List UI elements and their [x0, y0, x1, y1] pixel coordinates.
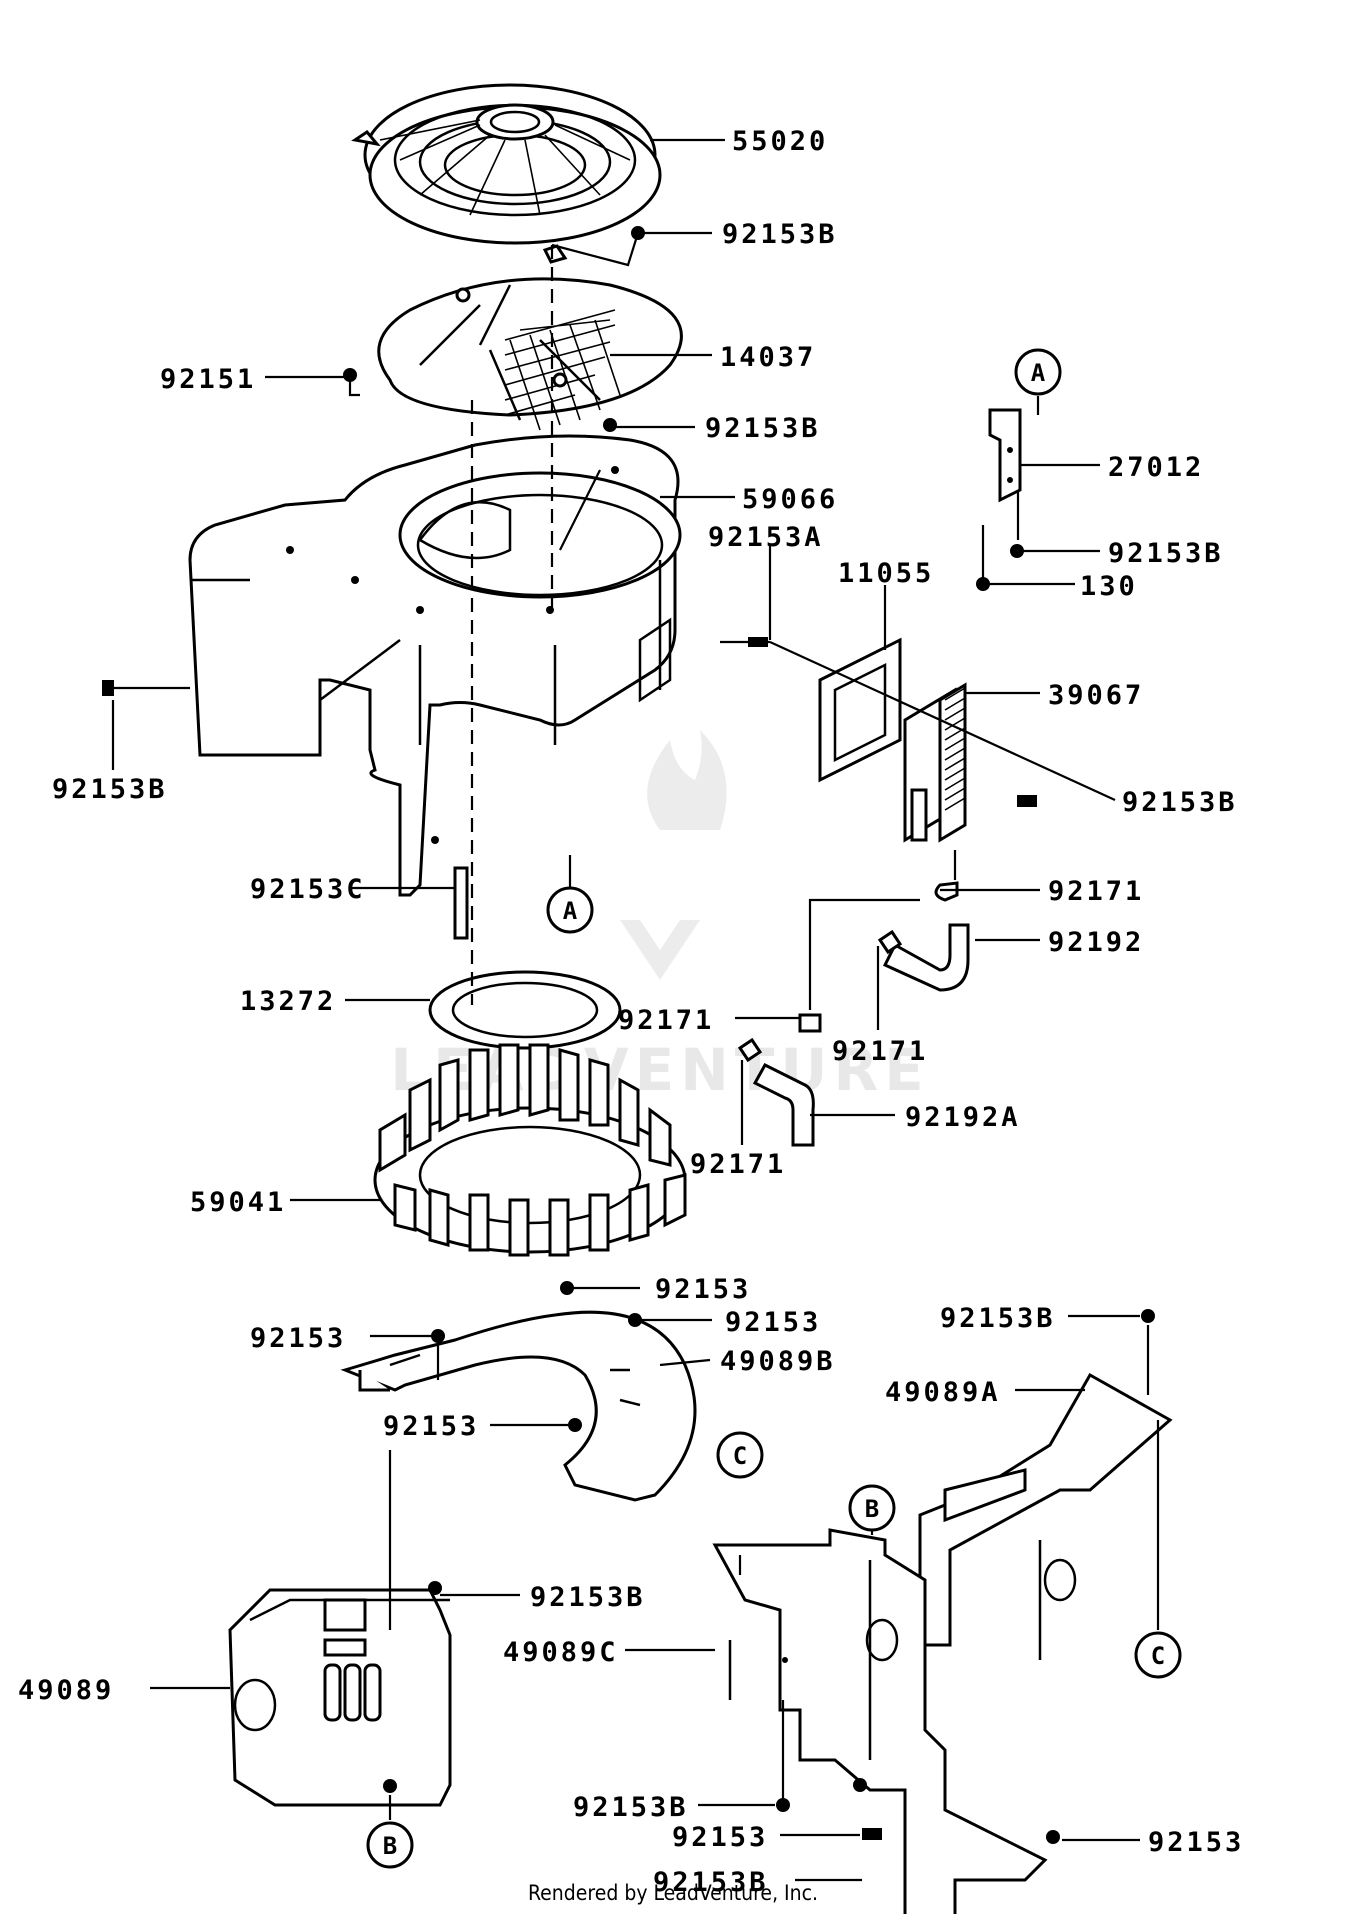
leader-lines	[111, 138, 1160, 1882]
fan-housing-59066	[188, 434, 682, 897]
part-label-92153B-c[interactable]: 92153B	[1108, 538, 1224, 569]
part-label-92171-d[interactable]: 92171	[690, 1149, 786, 1180]
part-label-92192A[interactable]: 92192A	[905, 1102, 1021, 1133]
callout-circle-c1	[716, 1431, 764, 1479]
part-label-11055[interactable]: 11055	[838, 558, 934, 589]
part-label-92153B-g[interactable]: 92153B	[530, 1582, 646, 1613]
part-label-92153-b[interactable]: 92153	[250, 1323, 346, 1354]
part-label-92153A[interactable]: 92153A	[708, 522, 824, 553]
callout-b2: B	[383, 1832, 397, 1860]
part-label-92171-a[interactable]: 92171	[1048, 876, 1144, 907]
part-label-39067[interactable]: 39067	[1048, 680, 1144, 711]
part-label-92153-c[interactable]: 92153	[725, 1307, 821, 1338]
part-label-92153B-d[interactable]: 92153B	[1122, 787, 1238, 818]
part-label-92153-a[interactable]: 92153	[655, 1274, 751, 1305]
part-label-92153B-b[interactable]: 92153B	[705, 413, 821, 444]
callout-b1: B	[865, 1495, 879, 1523]
cooling-fan-59041	[373, 1043, 687, 1257]
part-label-49089A[interactable]: 49089A	[885, 1377, 1001, 1408]
part-label-49089[interactable]: 49089	[18, 1675, 114, 1706]
part-label-92153-e[interactable]: 92153	[672, 1822, 768, 1853]
shroud-49089C	[712, 1528, 1048, 1914]
callout-circle-c2	[1134, 1631, 1182, 1679]
callout-circle-b2	[366, 1821, 414, 1869]
part-label-92153C[interactable]: 92153C	[250, 874, 366, 905]
footer-credit: Rendered by LeadVenture, Inc.	[528, 1881, 818, 1905]
part-label-92171-c[interactable]: 92171	[832, 1036, 928, 1067]
gasket-ring-13272	[428, 970, 622, 1050]
part-label-49089C[interactable]: 49089C	[503, 1637, 619, 1668]
part-label-92153B-a[interactable]: 92153B	[722, 219, 838, 250]
callout-circle-b1	[848, 1484, 896, 1532]
part-label-59066[interactable]: 59066	[742, 484, 838, 515]
part-label-92192[interactable]: 92192	[1048, 927, 1144, 958]
stud-92153C	[453, 866, 469, 940]
part-label-27012[interactable]: 27012	[1108, 452, 1204, 483]
callout-circle-a2	[546, 886, 594, 934]
shroud-49089A	[918, 1372, 1173, 1660]
shroud-49089B	[340, 1310, 697, 1502]
part-labels: 55020 92153B 14037 92151 92153B 59066 92…	[18, 126, 1244, 1898]
hose-92192A	[752, 1063, 815, 1147]
part-label-49089B[interactable]: 49089B	[720, 1346, 836, 1377]
callout-a1: A	[1031, 359, 1046, 387]
shroud-49089	[228, 1588, 452, 1807]
part-label-14037[interactable]: 14037	[720, 342, 816, 373]
callout-circles: A A B B C C	[366, 348, 1182, 1869]
part-label-92153B-i[interactable]: 92153B	[653, 1867, 769, 1898]
hose-92192	[882, 923, 970, 992]
part-label-92151[interactable]: 92151	[160, 364, 256, 395]
part-label-59041[interactable]: 59041	[190, 1187, 286, 1218]
callout-c2: C	[1151, 1642, 1165, 1670]
callout-c1: C	[733, 1442, 747, 1470]
part-label-130[interactable]: 130	[1080, 571, 1138, 602]
part-label-13272[interactable]: 13272	[240, 986, 336, 1017]
rotating-screen-55020	[351, 83, 662, 264]
callout-circle-a1	[1014, 348, 1062, 396]
part-label-92153-f[interactable]: 92153	[1148, 1827, 1244, 1858]
screen-plate-14037	[377, 277, 683, 431]
part-label-55020[interactable]: 55020	[732, 126, 828, 157]
bracket-27012	[988, 408, 1022, 503]
callout-a2: A	[563, 897, 578, 925]
part-label-92153B-f[interactable]: 92153B	[940, 1303, 1056, 1334]
part-label-92153-d[interactable]: 92153	[383, 1411, 479, 1442]
part-label-92153B-e[interactable]: 92153B	[52, 774, 168, 805]
part-label-92171-b[interactable]: 92171	[618, 1005, 714, 1036]
clamps-92171	[737, 881, 959, 1063]
part-label-92153B-h[interactable]: 92153B	[573, 1792, 689, 1823]
gasket-11055	[818, 637, 902, 783]
